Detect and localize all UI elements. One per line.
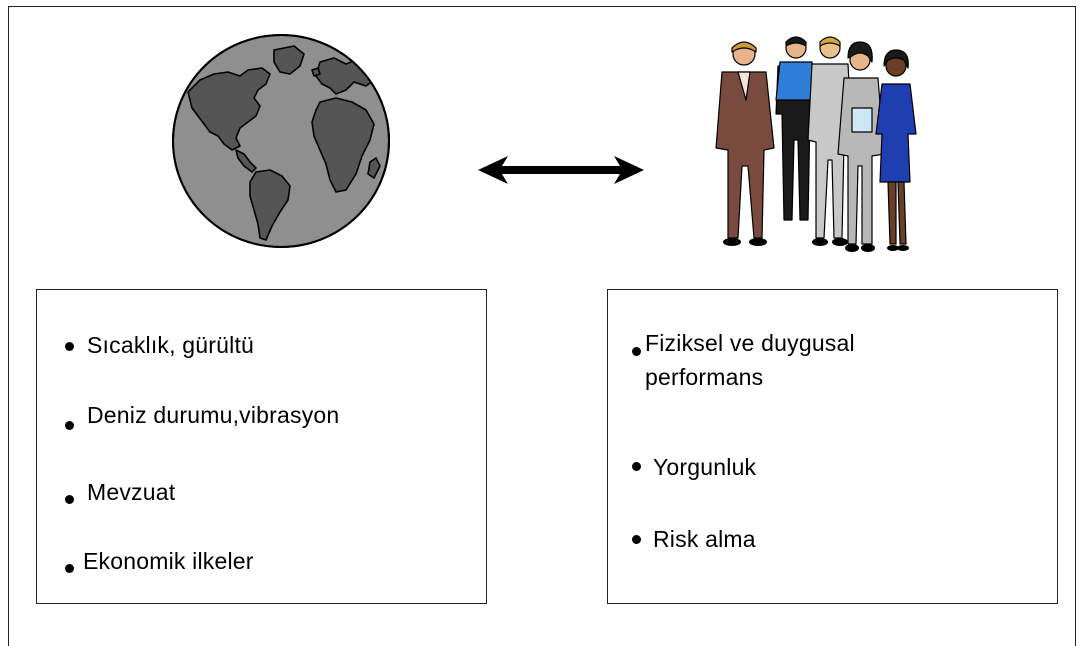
environment-factors-box: Sıcaklık, gürültü Deniz durumu,vibrasyon… bbox=[36, 289, 487, 604]
bullet-icon bbox=[65, 342, 74, 351]
list-item-label: Fiziksel ve duygusal bbox=[645, 330, 855, 356]
bullet-icon bbox=[632, 462, 641, 471]
bullet-icon bbox=[65, 421, 74, 430]
list-item-label: Deniz durumu,vibrasyon bbox=[87, 402, 340, 428]
globe-icon bbox=[172, 34, 390, 248]
list-item-label: performans bbox=[645, 364, 764, 390]
people-group-icon bbox=[715, 36, 917, 252]
bullet-icon bbox=[632, 535, 641, 544]
human-factors-box: Fiziksel ve duygusal performans Yorgunlu… bbox=[607, 289, 1058, 604]
list-item-label: Mevzuat bbox=[87, 479, 176, 505]
bullet-icon bbox=[65, 564, 74, 573]
list-item-label: Yorgunluk bbox=[653, 454, 757, 480]
list-item-label: Sıcaklık, gürültü bbox=[87, 332, 255, 358]
list-item-label: Risk alma bbox=[653, 526, 756, 552]
list-item-label: Ekonomik ilkeler bbox=[83, 548, 254, 574]
bullet-icon bbox=[632, 347, 641, 356]
double-arrow-icon bbox=[478, 156, 644, 184]
diagram-frame bbox=[8, 6, 1076, 646]
bullet-icon bbox=[65, 495, 74, 504]
